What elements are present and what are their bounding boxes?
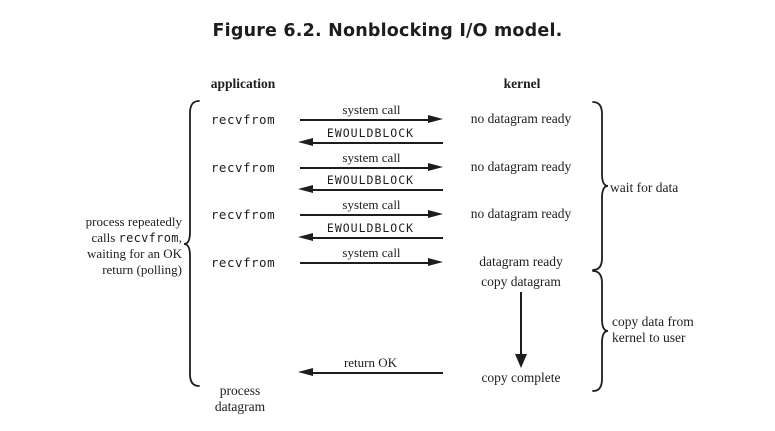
- left-brace: [183, 100, 201, 387]
- recvfrom-inline-code: recvfrom: [118, 230, 179, 245]
- system-call-label-4: system call: [342, 245, 401, 260]
- column-header-kernel: kernel: [503, 76, 541, 91]
- copy-progress-arrow: [515, 292, 527, 368]
- copy-data-label: copy data from kernel to user: [612, 314, 694, 346]
- wait-for-data-label: wait for data: [610, 180, 679, 195]
- arrowhead-right-icon: [428, 210, 443, 218]
- ewouldblock-label-3: EWOULDBLOCK: [326, 221, 415, 235]
- kernel-state-1: no datagram ready: [470, 111, 572, 126]
- copy-data-label-line2: kernel to user: [612, 330, 686, 345]
- arrow-shaft: [300, 119, 430, 121]
- arrow-shaft: [520, 292, 522, 354]
- wait-for-data-brace: [591, 101, 609, 271]
- ewouldblock-label-2: EWOULDBLOCK: [326, 173, 415, 187]
- return-ok-label: return OK: [343, 355, 398, 370]
- recvfrom-call-1: recvfrom: [210, 112, 276, 127]
- copy-complete-text: copy complete: [481, 370, 561, 385]
- process-datagram-line2: datagram: [214, 399, 266, 414]
- arrowhead-right-icon: [428, 163, 443, 171]
- kernel-state-4: datagram ready: [479, 254, 563, 269]
- ewouldblock-label-1: EWOULDBLOCK: [326, 126, 415, 140]
- copy-datagram-text: copy datagram: [481, 274, 561, 289]
- arrow-shaft: [300, 167, 430, 169]
- polling-note-line4: return (polling): [102, 261, 182, 277]
- figure-title: Figure 6.2. Nonblocking I/O model.: [212, 21, 563, 41]
- arrowhead-left-icon: [298, 185, 313, 193]
- column-header-application: application: [210, 76, 276, 91]
- polling-note-line2: calls recvfrom,: [91, 229, 182, 245]
- system-call-label-3: system call: [342, 197, 401, 212]
- arrow-shaft: [311, 372, 443, 374]
- polling-note-line3: waiting for an OK: [87, 246, 182, 261]
- copy-data-brace: [591, 270, 609, 392]
- copy-data-label-line1: copy data from: [612, 314, 694, 329]
- arrowhead-left-icon: [298, 138, 313, 146]
- arrow-shaft: [311, 237, 443, 239]
- system-call-label-2: system call: [342, 150, 401, 165]
- arrowhead-down-icon: [515, 354, 527, 368]
- arrowhead-right-icon: [428, 258, 443, 266]
- arrowhead-right-icon: [428, 115, 443, 123]
- arrow-shaft: [300, 214, 430, 216]
- arrowhead-left-icon: [298, 233, 313, 241]
- process-datagram-text: process datagram: [190, 383, 290, 415]
- kernel-state-3: no datagram ready: [470, 206, 572, 221]
- arrow-shaft: [300, 262, 430, 264]
- arrow-shaft: [311, 142, 443, 144]
- recvfrom-call-3: recvfrom: [210, 207, 276, 222]
- system-call-label-1: system call: [342, 102, 401, 117]
- polling-note-line1: process repeatedly: [85, 214, 182, 229]
- recvfrom-call-4: recvfrom: [210, 255, 276, 270]
- process-datagram-line1: process: [219, 383, 261, 398]
- polling-note: process repeatedly calls recvfrom, waiti…: [36, 214, 182, 277]
- arrowhead-left-icon: [298, 368, 313, 376]
- recvfrom-call-2: recvfrom: [210, 160, 276, 175]
- arrow-shaft: [311, 189, 443, 191]
- kernel-state-2: no datagram ready: [470, 159, 572, 174]
